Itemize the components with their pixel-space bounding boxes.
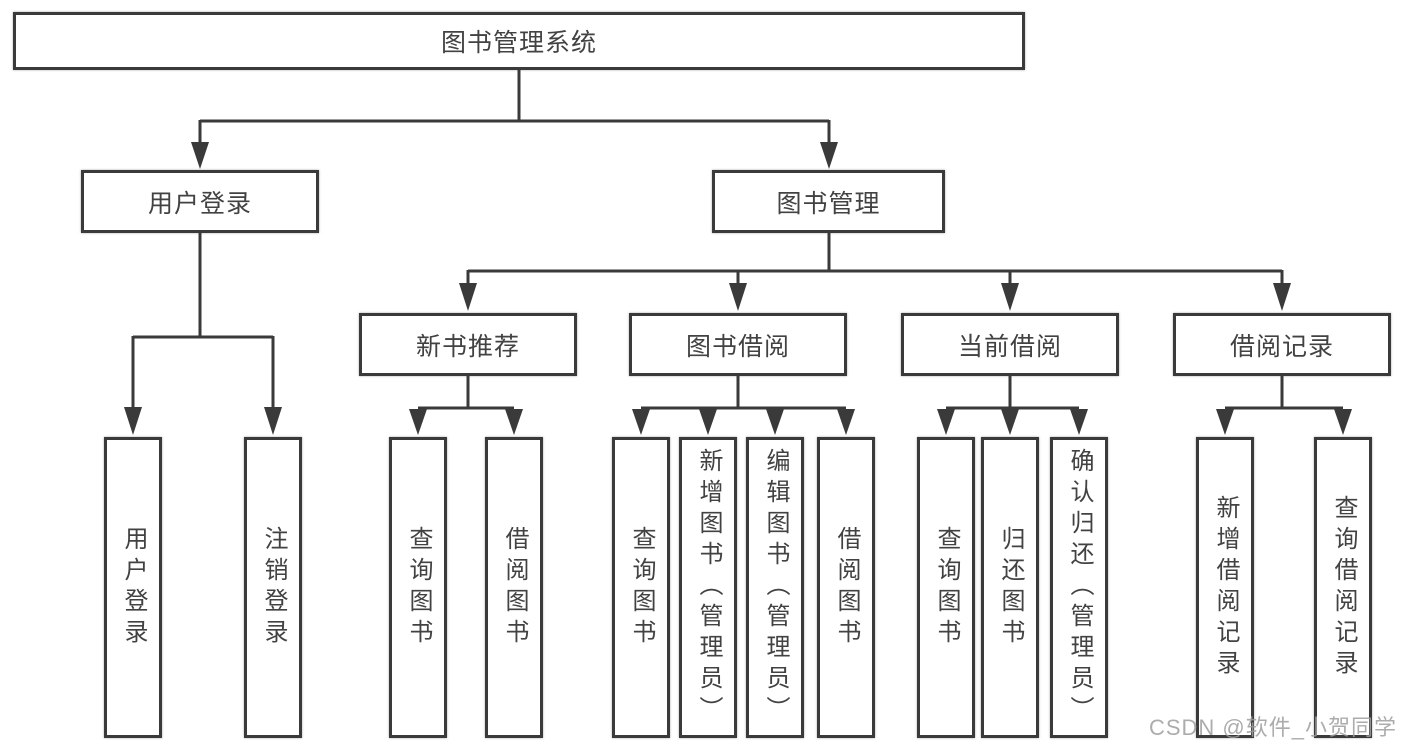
- leaf-add-borrow-record: 新增借阅记录: [1196, 437, 1254, 738]
- leaf-borrow-books-recommend: 借阅图书: [485, 437, 543, 738]
- node-user-login: 用户登录: [81, 170, 319, 233]
- leaf-logout: 注销登录: [244, 437, 302, 738]
- node-book-management: 图书管理: [712, 170, 945, 233]
- node-new-book-recommend: 新书推荐: [359, 313, 577, 376]
- leaf-add-book-admin: 新增图书（管理员）: [679, 437, 737, 738]
- leaf-query-borrow-record: 查询借阅记录: [1314, 437, 1372, 738]
- leaf-edit-book-admin: 编辑图书（管理员）: [746, 437, 804, 738]
- node-current-borrowing: 当前借阅: [901, 313, 1119, 376]
- leaf-query-books-borrow: 查询图书: [612, 437, 670, 738]
- node-borrowing-records: 借阅记录: [1173, 313, 1391, 376]
- csdn-watermark: CSDN @软件_小贺同学: [1148, 715, 1397, 740]
- leaf-query-books-recommend: 查询图书: [389, 437, 447, 738]
- leaf-return-book: 归还图书: [981, 437, 1039, 738]
- leaf-confirm-return-admin: 确认归还（管理员）: [1050, 437, 1108, 738]
- node-book-borrowing: 图书借阅: [629, 313, 847, 376]
- node-root: 图书管理系统: [13, 12, 1025, 70]
- leaf-user-login: 用户登录: [104, 437, 162, 738]
- leaf-query-books-current: 查询图书: [917, 437, 975, 738]
- leaf-borrow-books: 借阅图书: [817, 437, 875, 738]
